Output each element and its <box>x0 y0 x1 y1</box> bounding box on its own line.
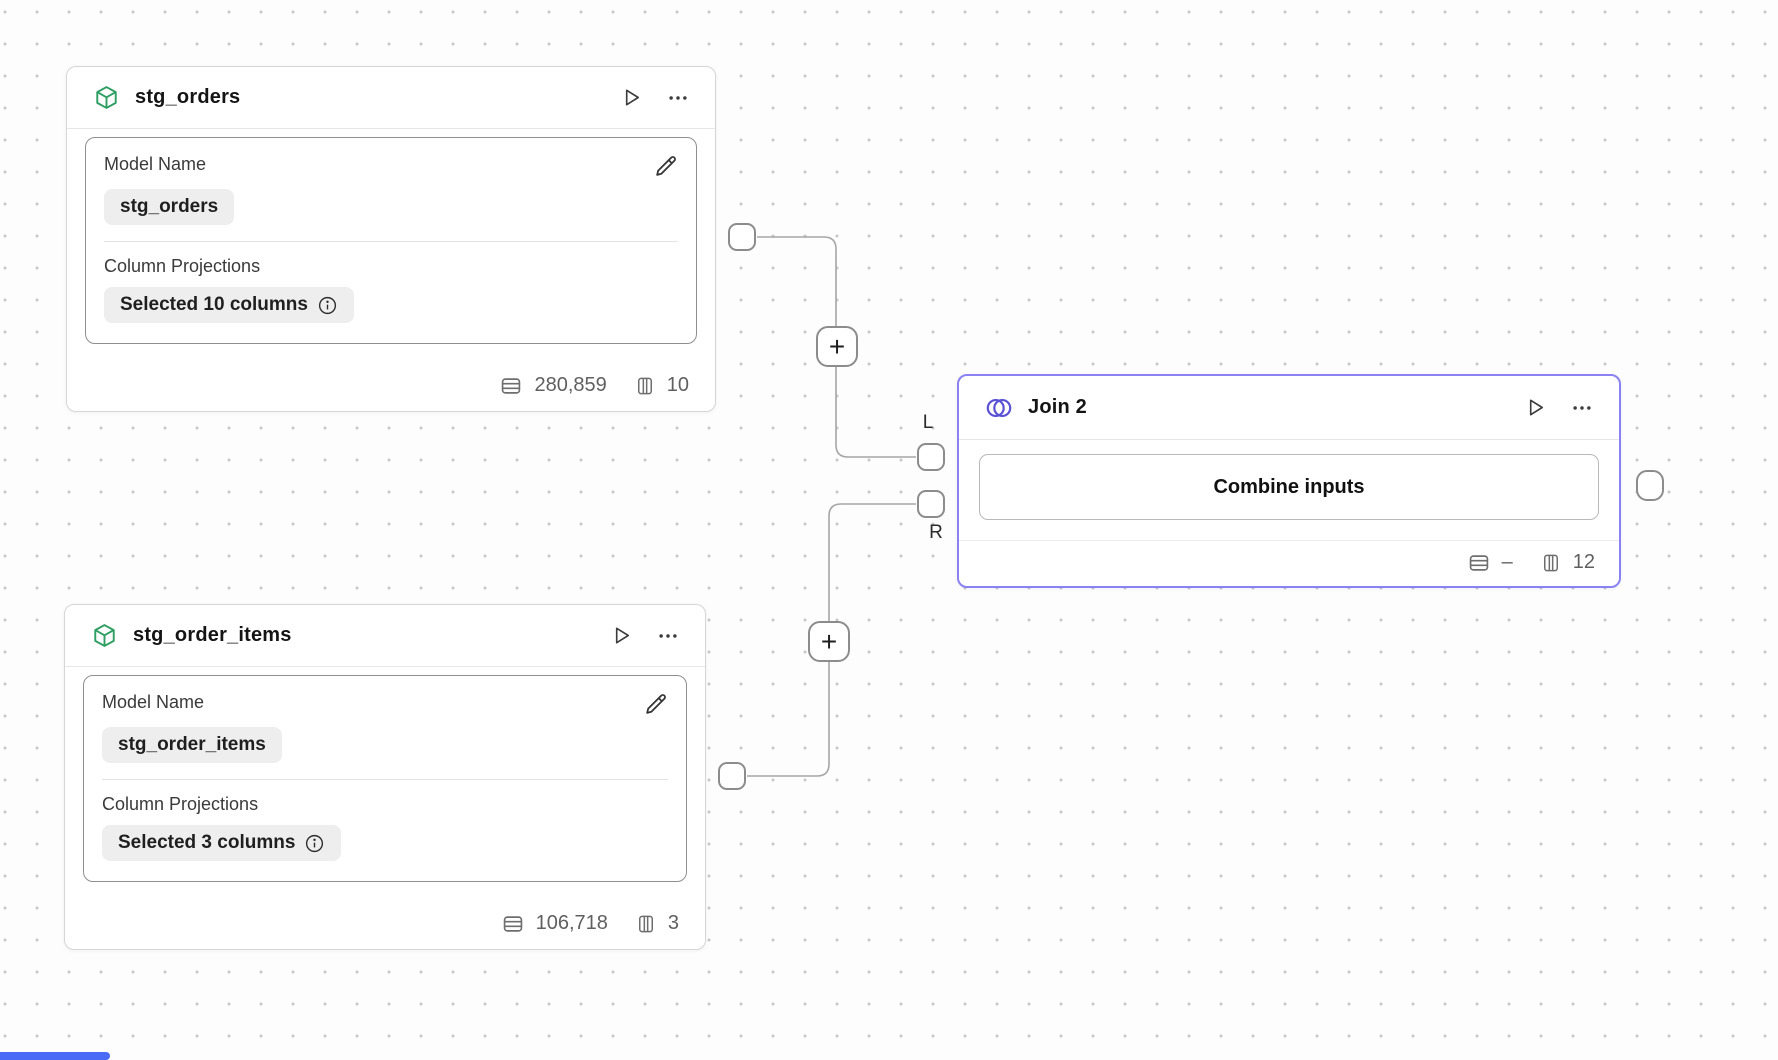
port-join-input-left[interactable] <box>917 443 945 471</box>
port-join-input-right[interactable] <box>917 490 945 518</box>
port-stg-orders-output[interactable] <box>728 223 756 251</box>
node-menu-button[interactable] <box>1571 397 1593 419</box>
model-cube-icon <box>93 84 120 111</box>
column-projections-value: Selected 10 columns <box>120 294 308 315</box>
row-count: – <box>1501 551 1513 573</box>
info-icon[interactable] <box>317 295 338 316</box>
node-header: stg_orders <box>67 67 715 129</box>
row-count-icon <box>500 375 522 397</box>
column-count: 3 <box>667 912 679 934</box>
node-config-card: Model Name stg_orders Column Projections <box>85 137 697 344</box>
node-menu-button[interactable] <box>667 87 689 109</box>
node-header: stg_order_items <box>65 605 705 667</box>
row-count: 106,718 <box>535 912 608 934</box>
combine-inputs-button[interactable]: Combine inputs <box>979 454 1599 520</box>
column-projections-value: Selected 3 columns <box>118 832 296 853</box>
column-count-icon <box>1541 552 1561 574</box>
node-title: Join 2 <box>1028 396 1087 418</box>
port-stg-order-items-output[interactable] <box>718 762 746 790</box>
add-step-button-top-edge[interactable]: + <box>816 326 858 367</box>
model-name-label: Model Name <box>104 154 207 174</box>
column-count-icon <box>635 375 655 397</box>
node-menu-button[interactable] <box>657 625 679 647</box>
column-count-icon <box>636 913 656 935</box>
column-projections-label: Column Projections <box>104 256 261 276</box>
card-divider <box>102 779 668 780</box>
card-divider <box>104 241 678 242</box>
edit-pencil-icon[interactable] <box>653 154 678 179</box>
horizontal-scrollbar-thumb[interactable] <box>0 1052 110 1060</box>
model-cube-icon <box>91 622 118 649</box>
node-stg-orders[interactable]: stg_orders Model Name <box>66 66 716 412</box>
column-count: 12 <box>1572 551 1595 573</box>
model-name-value: stg_orders <box>120 196 219 217</box>
join-right-port-label: R <box>929 522 943 543</box>
column-count: 10 <box>666 374 689 396</box>
model-name-value: stg_order_items <box>118 734 266 755</box>
port-join-output[interactable] <box>1636 470 1664 501</box>
edit-pencil-icon[interactable] <box>643 692 668 717</box>
row-count-icon <box>1468 552 1490 574</box>
node-stats: – 12 <box>959 540 1619 586</box>
column-projections-chip[interactable]: Selected 3 columns <box>102 825 342 861</box>
model-name-chip[interactable]: stg_orders <box>104 189 235 225</box>
row-count: 280,859 <box>534 374 607 396</box>
node-join-2[interactable]: Join 2 Combine inputs <box>957 374 1621 588</box>
node-stats: 106,718 3 <box>83 912 687 935</box>
row-count-icon <box>502 913 524 935</box>
node-stats: 280,859 10 <box>85 374 697 397</box>
add-step-button-bottom-edge[interactable]: + <box>808 621 850 662</box>
model-name-label: Model Name <box>102 692 205 712</box>
run-node-button[interactable] <box>610 624 633 647</box>
run-node-button[interactable] <box>620 86 643 109</box>
info-icon[interactable] <box>304 833 325 854</box>
join-left-port-label: L <box>922 412 934 433</box>
node-stg-order-items[interactable]: stg_order_items Model Name <box>64 604 706 950</box>
node-title: stg_order_items <box>133 624 292 646</box>
join-venn-icon <box>985 394 1013 422</box>
node-header: Join 2 <box>959 376 1619 440</box>
node-config-card: Model Name stg_order_items Column Projec… <box>83 675 687 882</box>
model-name-chip[interactable]: stg_order_items <box>102 727 282 763</box>
node-title: stg_orders <box>135 86 241 108</box>
column-projections-label: Column Projections <box>102 794 259 814</box>
run-node-button[interactable] <box>1524 396 1547 419</box>
column-projections-chip[interactable]: Selected 10 columns <box>104 287 354 323</box>
